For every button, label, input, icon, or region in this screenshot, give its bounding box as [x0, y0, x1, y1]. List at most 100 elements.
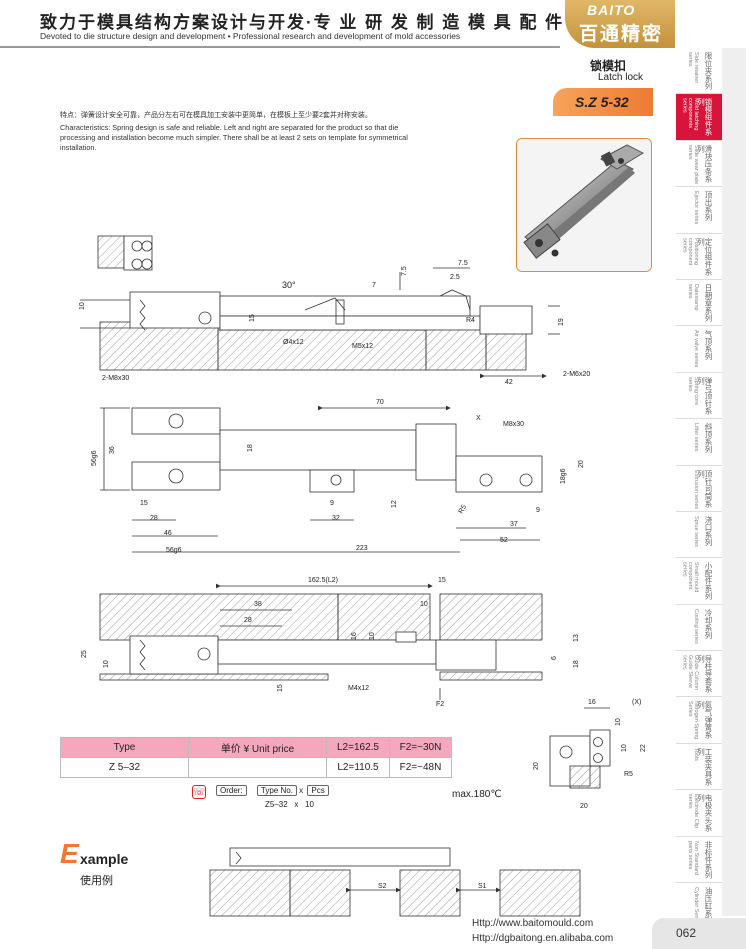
footer-url-1[interactable]: Http://www.baitomould.com — [472, 918, 594, 929]
dim: 20 — [578, 460, 585, 468]
category-tab-label-cn: 滑块压条系列 — [696, 144, 714, 183]
drawing-side-section — [80, 235, 560, 379]
category-tab-label-en: Electrode Clip series — [687, 794, 699, 829]
dim: 28 — [150, 515, 158, 522]
dim: 56g6 — [91, 450, 98, 466]
example-letter-e: E — [60, 838, 79, 869]
order-x: x — [299, 786, 304, 795]
dim: R5 — [458, 504, 469, 515]
product-title-cn: 锁模扣 — [590, 59, 627, 73]
dim: R4 — [466, 317, 475, 324]
max-angle: max.180℃ — [452, 789, 502, 800]
dim: 15 — [277, 684, 284, 692]
order-format: Order: Type No. x Pcs — [214, 785, 329, 796]
dim: 12 — [391, 500, 398, 508]
price-table: Type 单价 ¥ Unit price L2=162.5 F2=~30N Z … — [60, 737, 452, 778]
category-tab-label-en: Air valve series — [693, 330, 699, 368]
dim: 20 — [533, 762, 540, 770]
table-cell — [188, 757, 327, 778]
dim: M8x30 — [503, 421, 524, 428]
category-tab-label-cn: 弹弓顶针系列 — [696, 376, 714, 415]
category-tab-label-cn: 浇口系列 — [704, 515, 713, 546]
dim: 6 — [551, 656, 558, 660]
dim: 18 — [247, 444, 254, 452]
table-row: Z 5–32 L2=110.5 F2=~48N — [60, 757, 452, 778]
dim: 25 — [81, 650, 88, 658]
table-header: L2=162.5 — [326, 737, 390, 758]
category-tab-label-en: Non Standard parts series — [687, 840, 699, 875]
order-pcs: Pcs — [307, 785, 329, 796]
category-tab-label-cn: 电极夹头系列 — [696, 794, 714, 832]
dim: 37 — [510, 521, 518, 528]
latch-lock-picture — [517, 139, 651, 271]
dim: M4x12 — [348, 685, 369, 692]
header-slogan-en: Devoted to die structure design and deve… — [40, 31, 461, 41]
product-photo — [516, 138, 652, 272]
dim: 9 — [536, 507, 540, 514]
dim: 223 — [356, 545, 368, 552]
category-tab-label-cn: 氮气弹簧系列 — [696, 701, 714, 739]
table-cell: Z 5–32 — [60, 757, 189, 778]
dim: 13 — [573, 634, 580, 642]
category-tab-label-en: Mold latching components series — [681, 98, 699, 131]
category-tab-label-en: Positioning component series — [681, 237, 699, 265]
table-cell: F2=~48N — [389, 757, 452, 778]
dim: 52 — [500, 537, 508, 544]
category-tab-label-en: Slide wear plate series — [687, 144, 699, 184]
brand-logo[interactable]: BAITO 百通精密 — [565, 0, 675, 48]
dim: 10 — [621, 744, 628, 752]
dim: R5 — [624, 771, 633, 778]
dim: 15 — [438, 577, 446, 584]
drawing-example — [209, 847, 581, 917]
dim: 15 — [249, 314, 256, 322]
drawing-front-labels: 162.5(L2) 15 38 28 10 16 10 25 10 13 6 1… — [81, 577, 580, 708]
footer-url-2[interactable]: Http://dgbaitong.en.alibaba.com — [472, 933, 614, 944]
order-type-no: Type No. — [256, 785, 297, 796]
dim: 162.5(L2) — [308, 577, 338, 584]
order-label: Order: — [216, 785, 247, 796]
table-cell: L2=110.5 — [326, 757, 390, 778]
dim: 7.5 — [401, 266, 408, 276]
drawing-top-labels: 70 X M8x30 56g6 36 18 20 18g6 15 28 46 5… — [91, 399, 585, 554]
dim: 22 — [640, 744, 647, 752]
example-heading: xample — [80, 851, 129, 867]
page-number-box — [652, 918, 746, 949]
dim: 28 — [244, 617, 252, 624]
example-heading-cn: 使用例 — [80, 875, 113, 887]
category-tab-label-cn: 冷却系列 — [704, 608, 713, 639]
header-slogan-cn: 致力于模具结构方案设计与开发·专 业 研 发 制 造 模 具 配 件 — [40, 13, 565, 32]
dim: 20 — [580, 803, 588, 810]
dim: 7.5 — [458, 260, 468, 267]
dim: 46 — [164, 530, 172, 537]
category-tab-label-en: Extrusion series — [693, 469, 699, 509]
dim: 30° — [282, 280, 296, 290]
dim: 38 — [254, 601, 262, 608]
category-tab-label-cn: 定位组件系列 — [696, 237, 714, 276]
tabs-rail — [722, 48, 746, 916]
category-tab-label-cn: 导柱导套系列 — [696, 655, 714, 693]
category-tab-label-cn: 斜顶系列 — [704, 423, 713, 454]
dim: 16 — [351, 632, 358, 640]
logo-en: BAITO — [587, 2, 636, 18]
table-header: Type — [60, 737, 189, 758]
header-divider — [0, 46, 560, 48]
